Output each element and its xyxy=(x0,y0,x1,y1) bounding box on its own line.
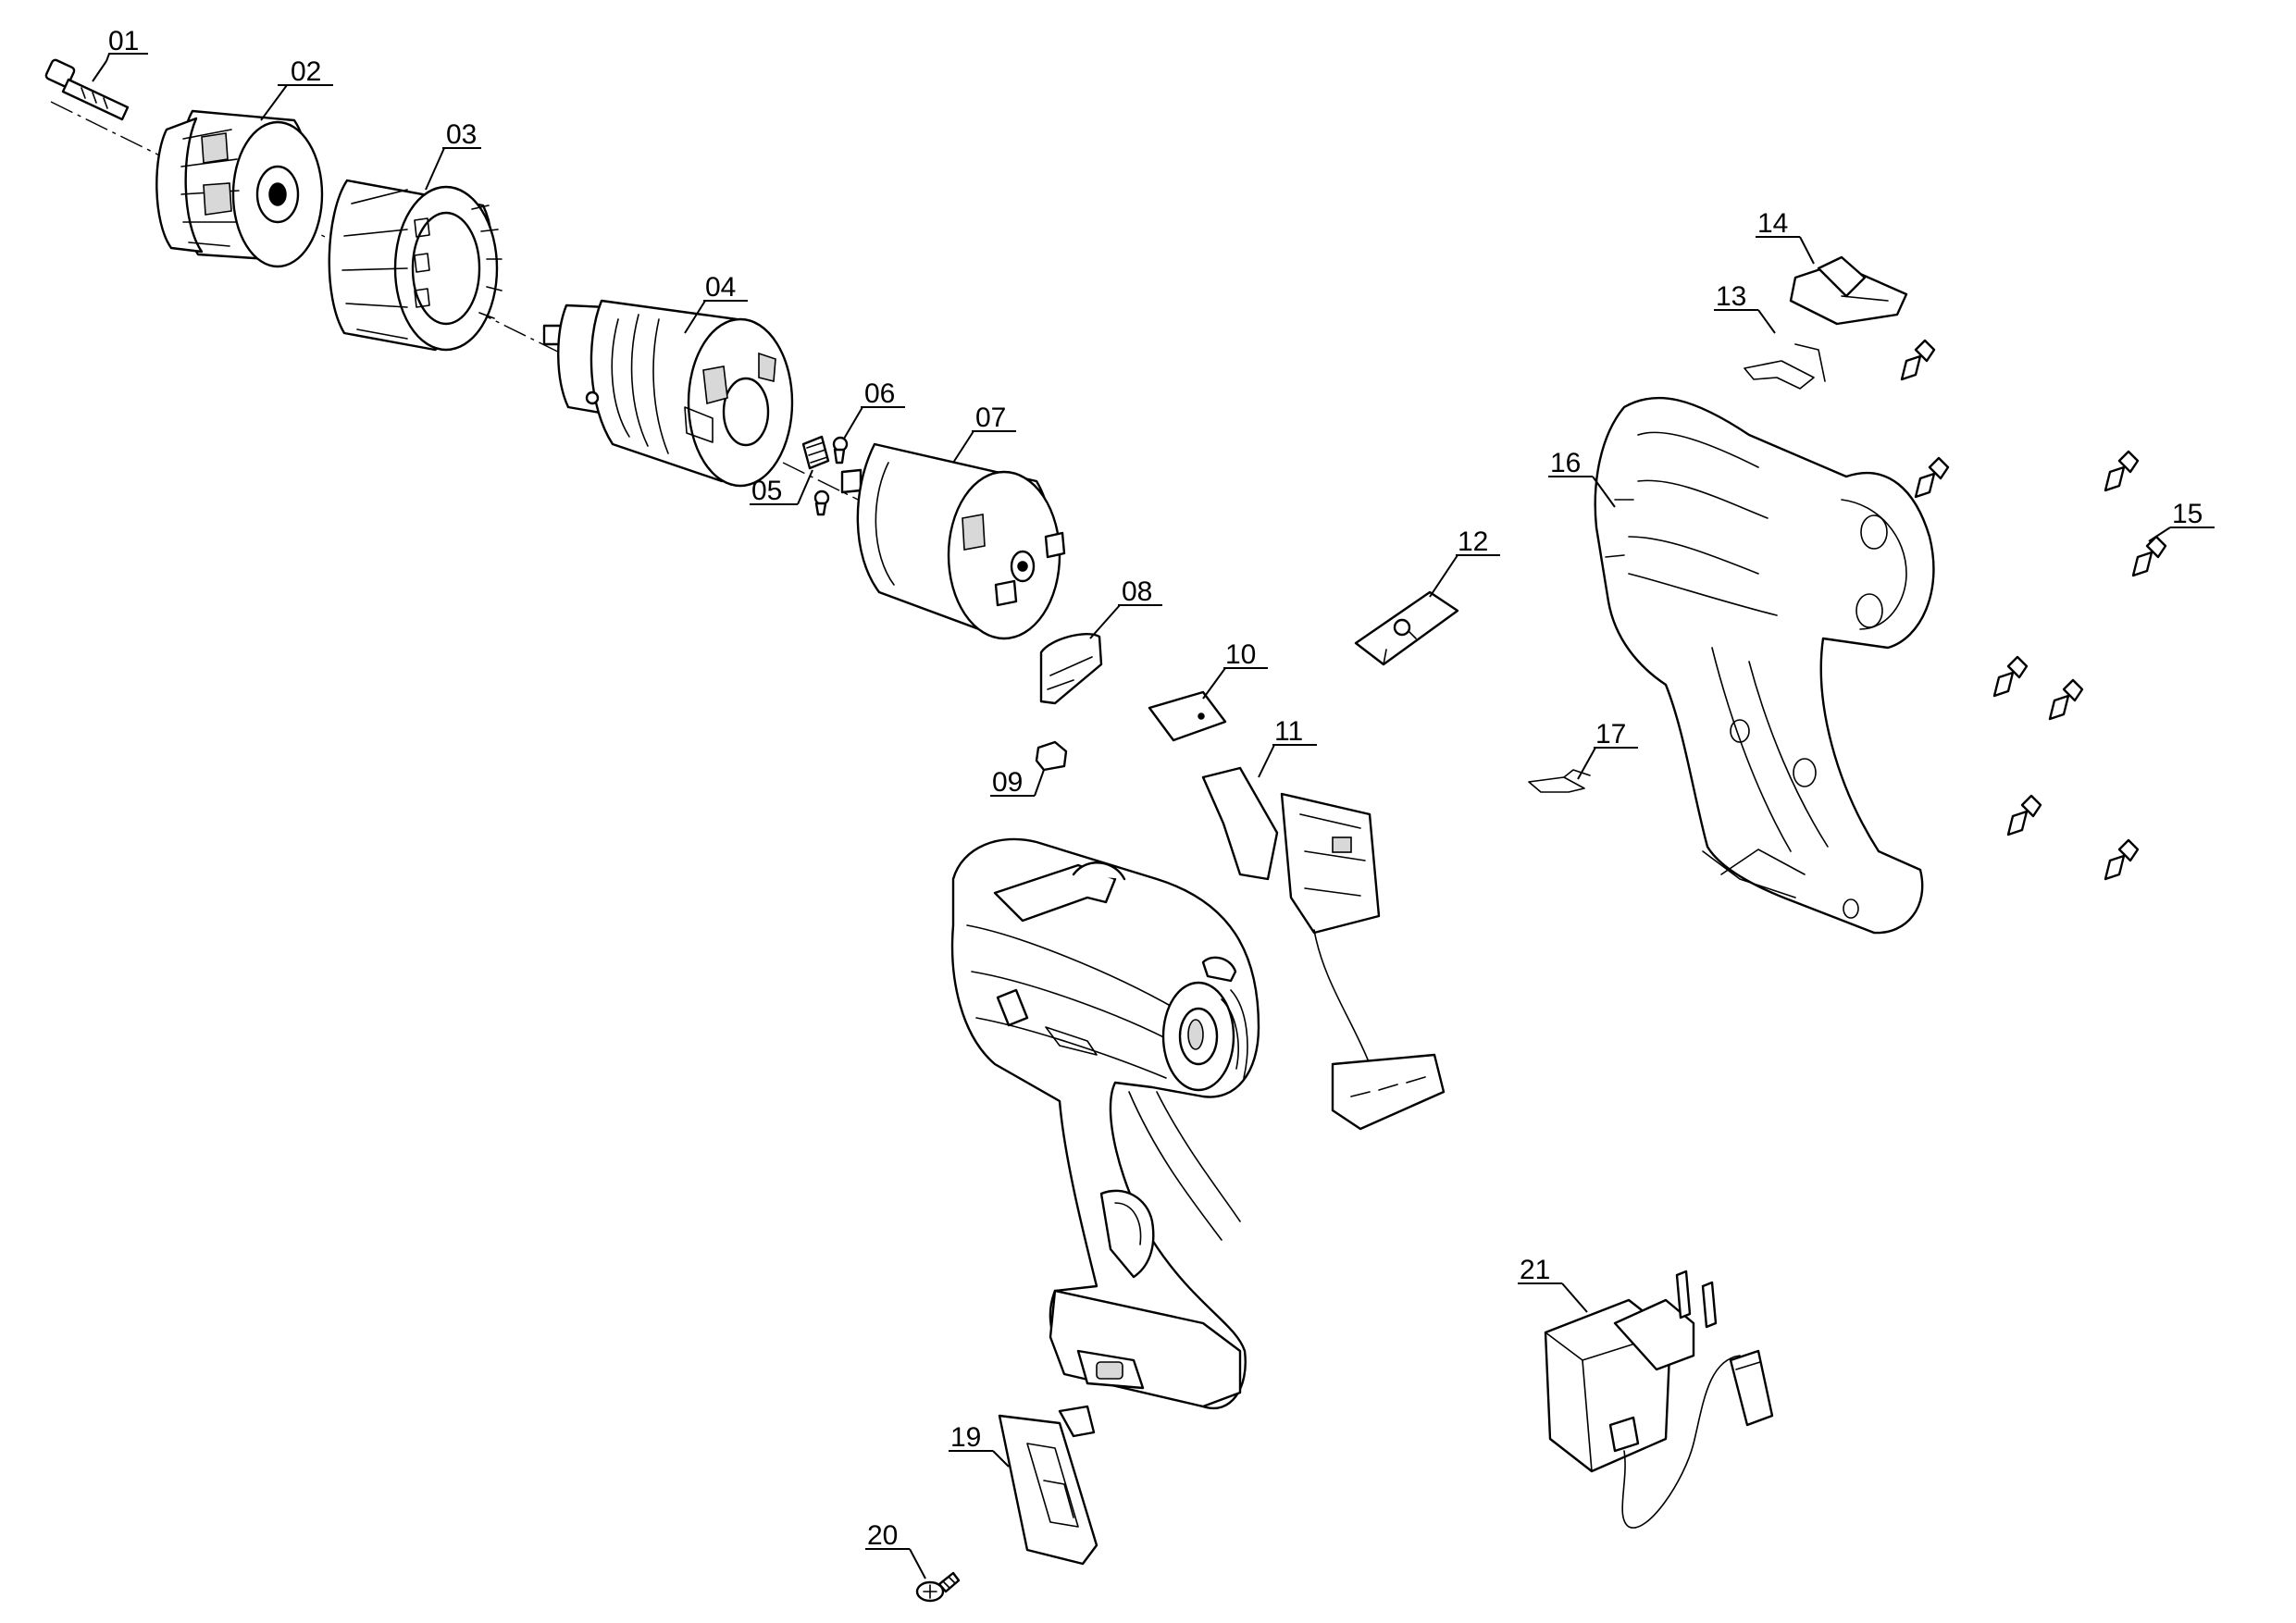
part-12-clip[interactable] xyxy=(1354,590,1459,666)
svg-text:14: 14 xyxy=(1757,208,1788,239)
part-10-plate[interactable] xyxy=(1148,690,1227,742)
svg-text:01: 01 xyxy=(108,26,139,56)
part-14-direction-slider[interactable] xyxy=(1789,255,1908,326)
part-09-slide[interactable] xyxy=(1035,740,1068,772)
svg-text:02: 02 xyxy=(291,56,321,87)
svg-text:04: 04 xyxy=(705,272,736,303)
part-11-switch[interactable] xyxy=(1201,766,1446,1131)
svg-text:20: 20 xyxy=(867,1520,898,1551)
label-21: 21 xyxy=(1518,1255,1588,1313)
part-21-charger[interactable] xyxy=(1544,1270,1774,1529)
label-19: 19 xyxy=(949,1422,1010,1468)
label-01: 01 xyxy=(92,26,148,82)
part-15-housing-screws[interactable] xyxy=(1900,339,2167,881)
part-05-pinion[interactable] xyxy=(801,435,830,470)
svg-text:07: 07 xyxy=(975,403,1006,433)
svg-text:08: 08 xyxy=(1122,576,1152,607)
svg-text:13: 13 xyxy=(1716,281,1746,312)
label-02: 02 xyxy=(260,56,333,121)
label-06: 06 xyxy=(843,378,905,440)
svg-text:19: 19 xyxy=(950,1422,981,1453)
part-19-cover[interactable] xyxy=(998,1405,1098,1566)
label-12: 12 xyxy=(1429,527,1500,598)
label-20: 20 xyxy=(865,1520,926,1580)
svg-text:03: 03 xyxy=(446,119,477,150)
svg-text:06: 06 xyxy=(864,378,895,409)
part-01-chuck-screw[interactable] xyxy=(44,58,130,121)
drill-body-assembled xyxy=(950,837,1260,1409)
svg-text:15: 15 xyxy=(2172,499,2203,529)
part-07-motor[interactable] xyxy=(840,442,1066,640)
svg-text:17: 17 xyxy=(1595,719,1626,750)
label-17: 17 xyxy=(1577,719,1638,780)
label-14: 14 xyxy=(1756,208,1815,265)
label-03: 03 xyxy=(425,119,481,191)
label-05: 05 xyxy=(750,469,813,506)
label-04: 04 xyxy=(684,272,748,334)
label-15: 15 xyxy=(2148,499,2215,542)
part-08-cover[interactable] xyxy=(1039,632,1103,705)
part-02-drill-chuck[interactable] xyxy=(155,109,324,268)
svg-text:10: 10 xyxy=(1225,639,1256,670)
label-09: 09 xyxy=(990,767,1045,798)
part-06-motor-screws[interactable] xyxy=(813,436,849,516)
svg-text:11: 11 xyxy=(1274,716,1303,747)
label-10: 10 xyxy=(1202,639,1268,700)
part-20-screw[interactable] xyxy=(915,1571,961,1603)
label-08: 08 xyxy=(1089,576,1162,639)
label-11: 11 xyxy=(1258,716,1317,778)
svg-text:12: 12 xyxy=(1458,527,1488,557)
svg-text:05: 05 xyxy=(751,476,782,506)
part-13-spring[interactable] xyxy=(1744,343,1826,390)
svg-text:21: 21 xyxy=(1520,1255,1550,1285)
label-13: 13 xyxy=(1714,281,1776,334)
part-17-contact[interactable] xyxy=(1528,769,1591,793)
part-16-housing-half[interactable] xyxy=(1594,396,1935,935)
svg-text:09: 09 xyxy=(992,767,1023,798)
part-04-gearbox[interactable] xyxy=(542,299,794,488)
label-07: 07 xyxy=(952,403,1016,464)
label-16: 16 xyxy=(1548,448,1616,508)
svg-text:16: 16 xyxy=(1550,448,1581,478)
part-03-torque-ring[interactable] xyxy=(328,179,503,352)
